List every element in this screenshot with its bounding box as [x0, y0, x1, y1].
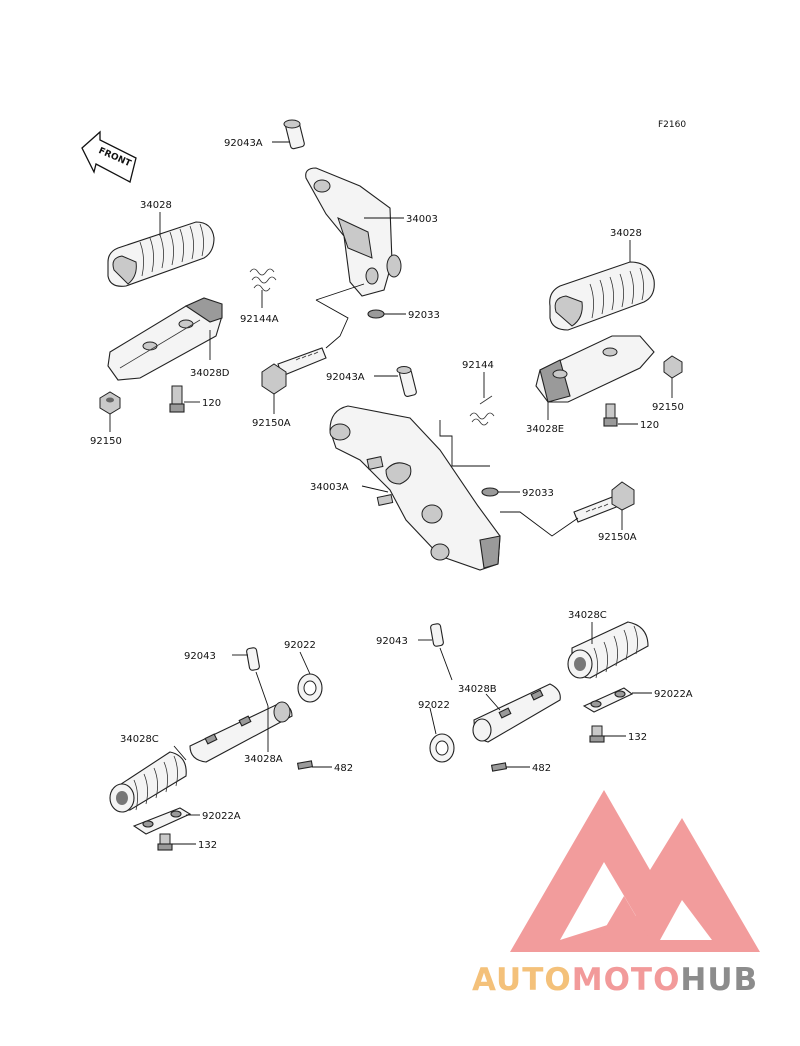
- footpeg-34028B: [472, 683, 561, 743]
- label-132-right: 132: [628, 732, 647, 743]
- left-rubber-34028C: [109, 751, 187, 813]
- label-92043-right: 92043: [376, 636, 408, 647]
- label-34003: 34003: [406, 214, 438, 225]
- footrest-bracket-34003A: [329, 405, 501, 571]
- pin-92043A-mid: [396, 366, 417, 397]
- watermark-triangle-icon: [510, 790, 760, 952]
- plate-92022A-left: [132, 807, 192, 835]
- label-92033-top: 92033: [408, 310, 440, 321]
- part-labels: 92043A 34003 34028 92144A 92033 34028D 1…: [90, 138, 693, 851]
- left-nut-92150: [99, 391, 121, 415]
- right-nut-92150: [663, 355, 683, 379]
- watermark-hub: HUB: [680, 962, 759, 998]
- label-92022-right: 92022: [418, 700, 450, 711]
- label-34028-left: 34028: [140, 200, 172, 211]
- label-92043A-top: 92043A: [224, 138, 263, 149]
- left-bolt-120: [169, 385, 185, 413]
- pin-92043-left: [246, 647, 260, 671]
- label-34028E: 34028E: [526, 424, 564, 435]
- right-footpeg-rubber-34028: [549, 261, 655, 331]
- label-34028D: 34028D: [190, 368, 230, 379]
- label-34028A: 34028A: [244, 754, 283, 765]
- label-482-right: 482: [532, 763, 551, 774]
- label-92043A-mid: 92043A: [326, 372, 365, 383]
- label-92033-mid: 92033: [522, 488, 554, 499]
- plate-92022A-right: [582, 687, 634, 713]
- label-92022-left: 92022: [284, 640, 316, 651]
- label-92043-left: 92043: [184, 651, 216, 662]
- label-92150-right: 92150: [652, 402, 684, 413]
- watermark-moto: MOTO: [571, 962, 681, 998]
- left-footpeg-rubber-34028: [107, 221, 215, 287]
- label-92150A-right: 92150A: [598, 532, 637, 543]
- label-34028C-right: 34028C: [568, 610, 607, 621]
- label-92022A-right: 92022A: [654, 689, 693, 700]
- footpeg-34028A: [189, 701, 293, 763]
- label-482-left: 482: [334, 763, 353, 774]
- label-34028C-left: 34028C: [120, 734, 159, 745]
- washer-92033-mid: [481, 487, 499, 497]
- label-92150A-left: 92150A: [252, 418, 291, 429]
- label-92022A-left: 92022A: [202, 811, 241, 822]
- washer-92022-right: [429, 733, 455, 763]
- label-92144: 92144: [462, 360, 494, 371]
- pin-92043A-top: [283, 119, 305, 150]
- label-92144A: 92144A: [240, 314, 279, 325]
- bolt-92150A-left: [261, 347, 327, 395]
- watermark-logo-text: AUTOMOTOHUB: [472, 962, 758, 998]
- spring-92144A: [249, 268, 277, 292]
- leader-lines: [109, 141, 673, 845]
- label-132-left: 132: [198, 840, 217, 851]
- right-rubber-34028C: [567, 621, 649, 679]
- washer-92022-left: [297, 673, 323, 703]
- label-34028B: 34028B: [458, 684, 497, 695]
- label-92150-left: 92150: [90, 436, 122, 447]
- label-120-right: 120: [640, 420, 659, 431]
- footrest-bracket-34003: [305, 167, 402, 297]
- figure-code: F2160: [658, 120, 687, 130]
- right-footpeg-bracket-34028E: [535, 335, 655, 403]
- bolt-132-right: [589, 725, 605, 743]
- watermark-auto: AUTO: [472, 962, 572, 998]
- label-120-left: 120: [202, 398, 221, 409]
- spring-92144: [469, 395, 495, 426]
- cotter-482-right: [490, 762, 508, 772]
- bolt-92150A-right: [573, 481, 635, 523]
- pin-92043-right: [430, 623, 444, 647]
- cotter-482-left: [296, 760, 314, 770]
- label-34003A: 34003A: [310, 482, 349, 493]
- right-bolt-120: [603, 403, 618, 427]
- bolt-132-left: [157, 833, 173, 851]
- washer-92033-top: [367, 309, 385, 319]
- label-34028-right: 34028: [610, 228, 642, 239]
- front-arrow-icon: FRONT: [81, 130, 137, 183]
- left-footpeg-bracket-34028D: [107, 297, 223, 381]
